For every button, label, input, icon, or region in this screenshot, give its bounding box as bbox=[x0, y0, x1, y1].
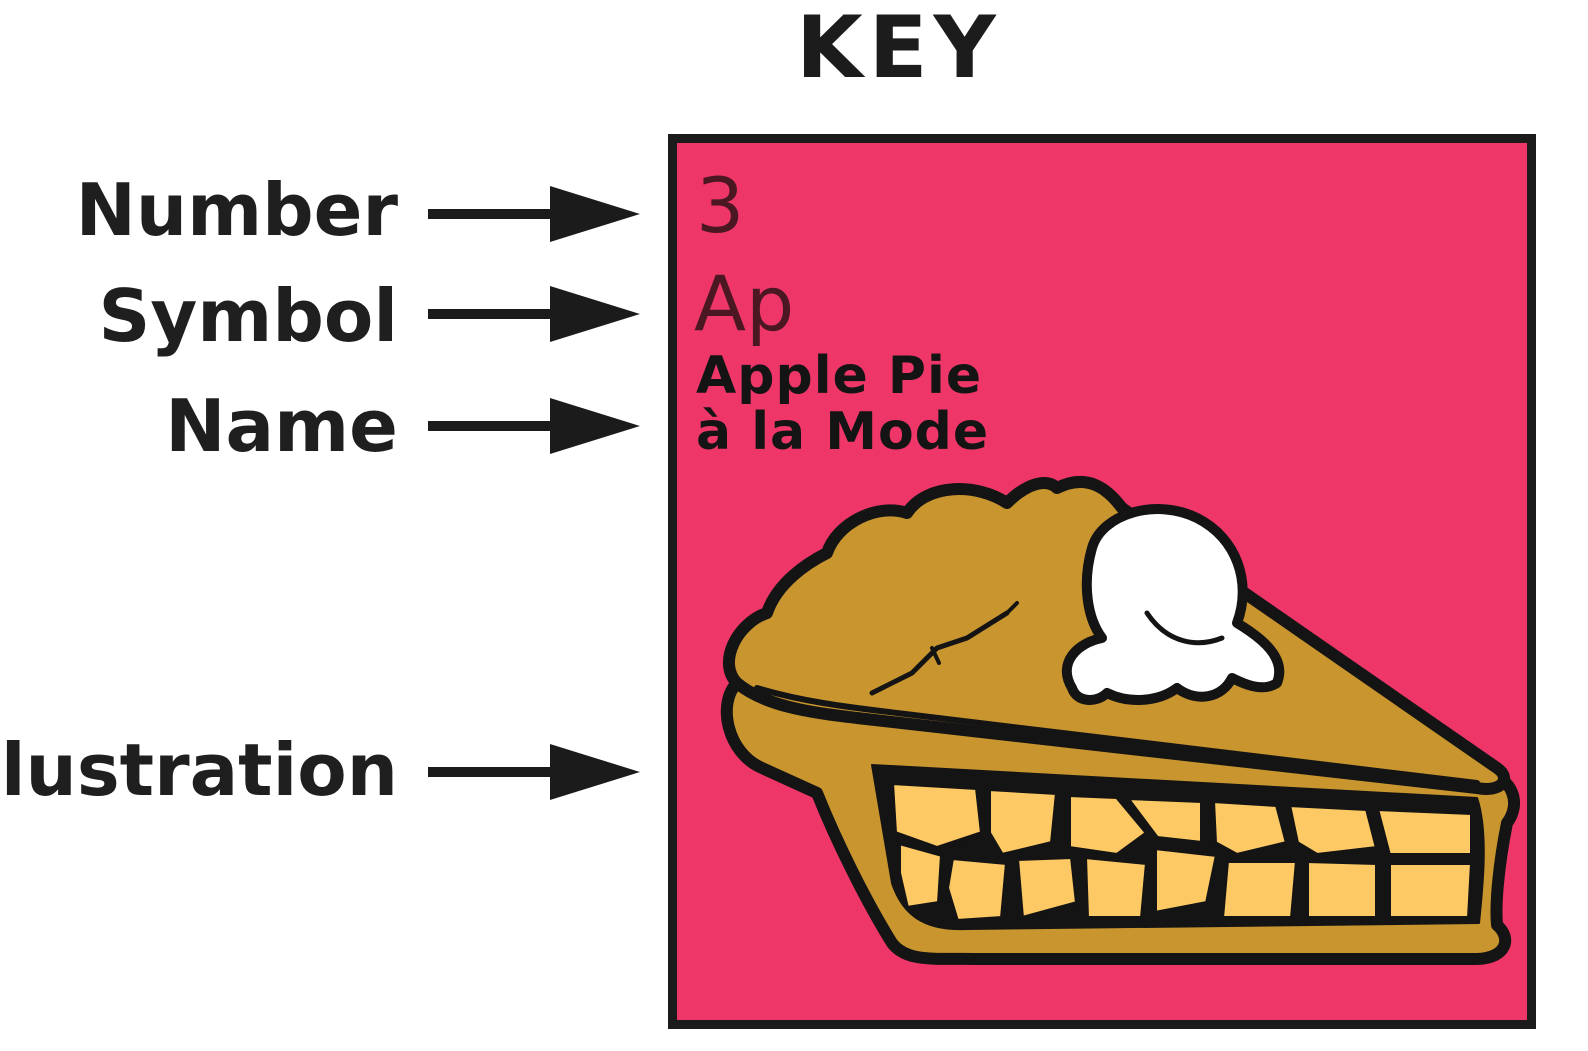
card-number: 3 bbox=[696, 161, 745, 250]
arrow-name-icon bbox=[428, 398, 640, 454]
label-symbol: Symbol bbox=[98, 274, 399, 358]
label-name: Name bbox=[165, 384, 398, 468]
card-name: Apple Pie à la Mode bbox=[696, 348, 989, 460]
arrow-symbol-icon bbox=[428, 286, 640, 342]
key-title: KEY bbox=[796, 0, 1002, 98]
apple-pie-a-la-mode-icon bbox=[720, 475, 1521, 965]
label-illustration: Illustration bbox=[0, 728, 398, 812]
card-name-line2: à la Mode bbox=[696, 402, 990, 462]
card-symbol: Ap bbox=[694, 259, 795, 348]
label-number: Number bbox=[75, 168, 398, 252]
arrow-illustration-icon bbox=[428, 744, 640, 800]
card-name-line1: Apple Pie bbox=[696, 346, 983, 406]
arrow-number-icon bbox=[428, 186, 640, 242]
